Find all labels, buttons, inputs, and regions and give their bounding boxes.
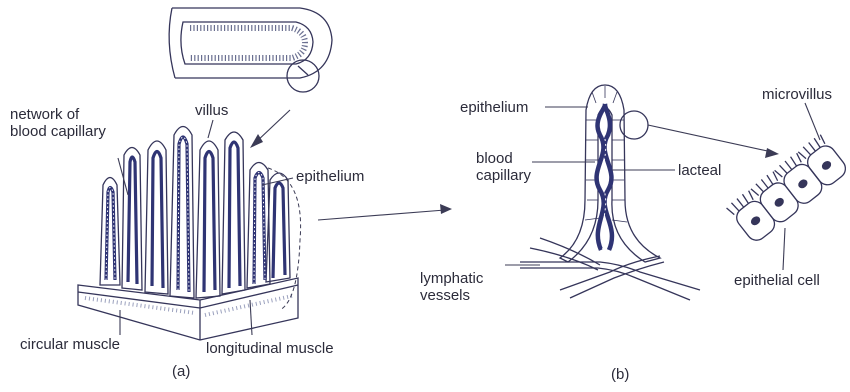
label-blood-capillary-line-2: capillary	[476, 167, 531, 184]
leader-epithelial-cell	[783, 228, 785, 270]
label-blood-capillary-line-1: blood	[476, 150, 531, 167]
label-network-of-blood-capillary: network of blood capillary	[10, 106, 106, 140]
villi-block-drawing	[78, 127, 301, 341]
label-blood-capillary: blood capillary	[476, 150, 531, 184]
leader-longitudinal	[250, 300, 252, 335]
arrow-zoom	[648, 125, 772, 152]
single-villus-drawing	[520, 85, 700, 300]
leader-villus	[208, 120, 213, 138]
label-epithelium-b: epithelium	[460, 99, 528, 116]
label-epithelium-a: epithelium	[296, 168, 364, 185]
epithelial-cells-drawing	[726, 133, 849, 244]
caption-b: (b)	[611, 366, 629, 383]
label-microvillus: microvillus	[762, 86, 832, 103]
label-longitudinal-muscle: longitudinal muscle	[206, 340, 334, 357]
label-network-line-2: blood capillary	[10, 123, 106, 140]
caption-a: (a)	[172, 363, 190, 380]
leader-microvillus	[805, 103, 820, 140]
arrowhead	[440, 204, 452, 214]
intestine-tube-drawing	[169, 8, 332, 92]
label-lacteal: lacteal	[678, 162, 721, 179]
arrowhead	[765, 148, 779, 158]
label-epithelial-cell: epithelial cell	[734, 272, 820, 289]
arrow-a-to-b	[318, 210, 445, 220]
label-lymphatic-line-1: lymphatic	[420, 270, 483, 287]
label-villus: villus	[195, 102, 228, 119]
label-circular-muscle: circular muscle	[20, 336, 120, 353]
arrowhead	[250, 134, 263, 148]
label-lymphatic-vessels: lymphatic vessels	[420, 270, 483, 304]
label-network-line-1: network of	[10, 106, 106, 123]
label-lymphatic-line-2: vessels	[420, 287, 483, 304]
